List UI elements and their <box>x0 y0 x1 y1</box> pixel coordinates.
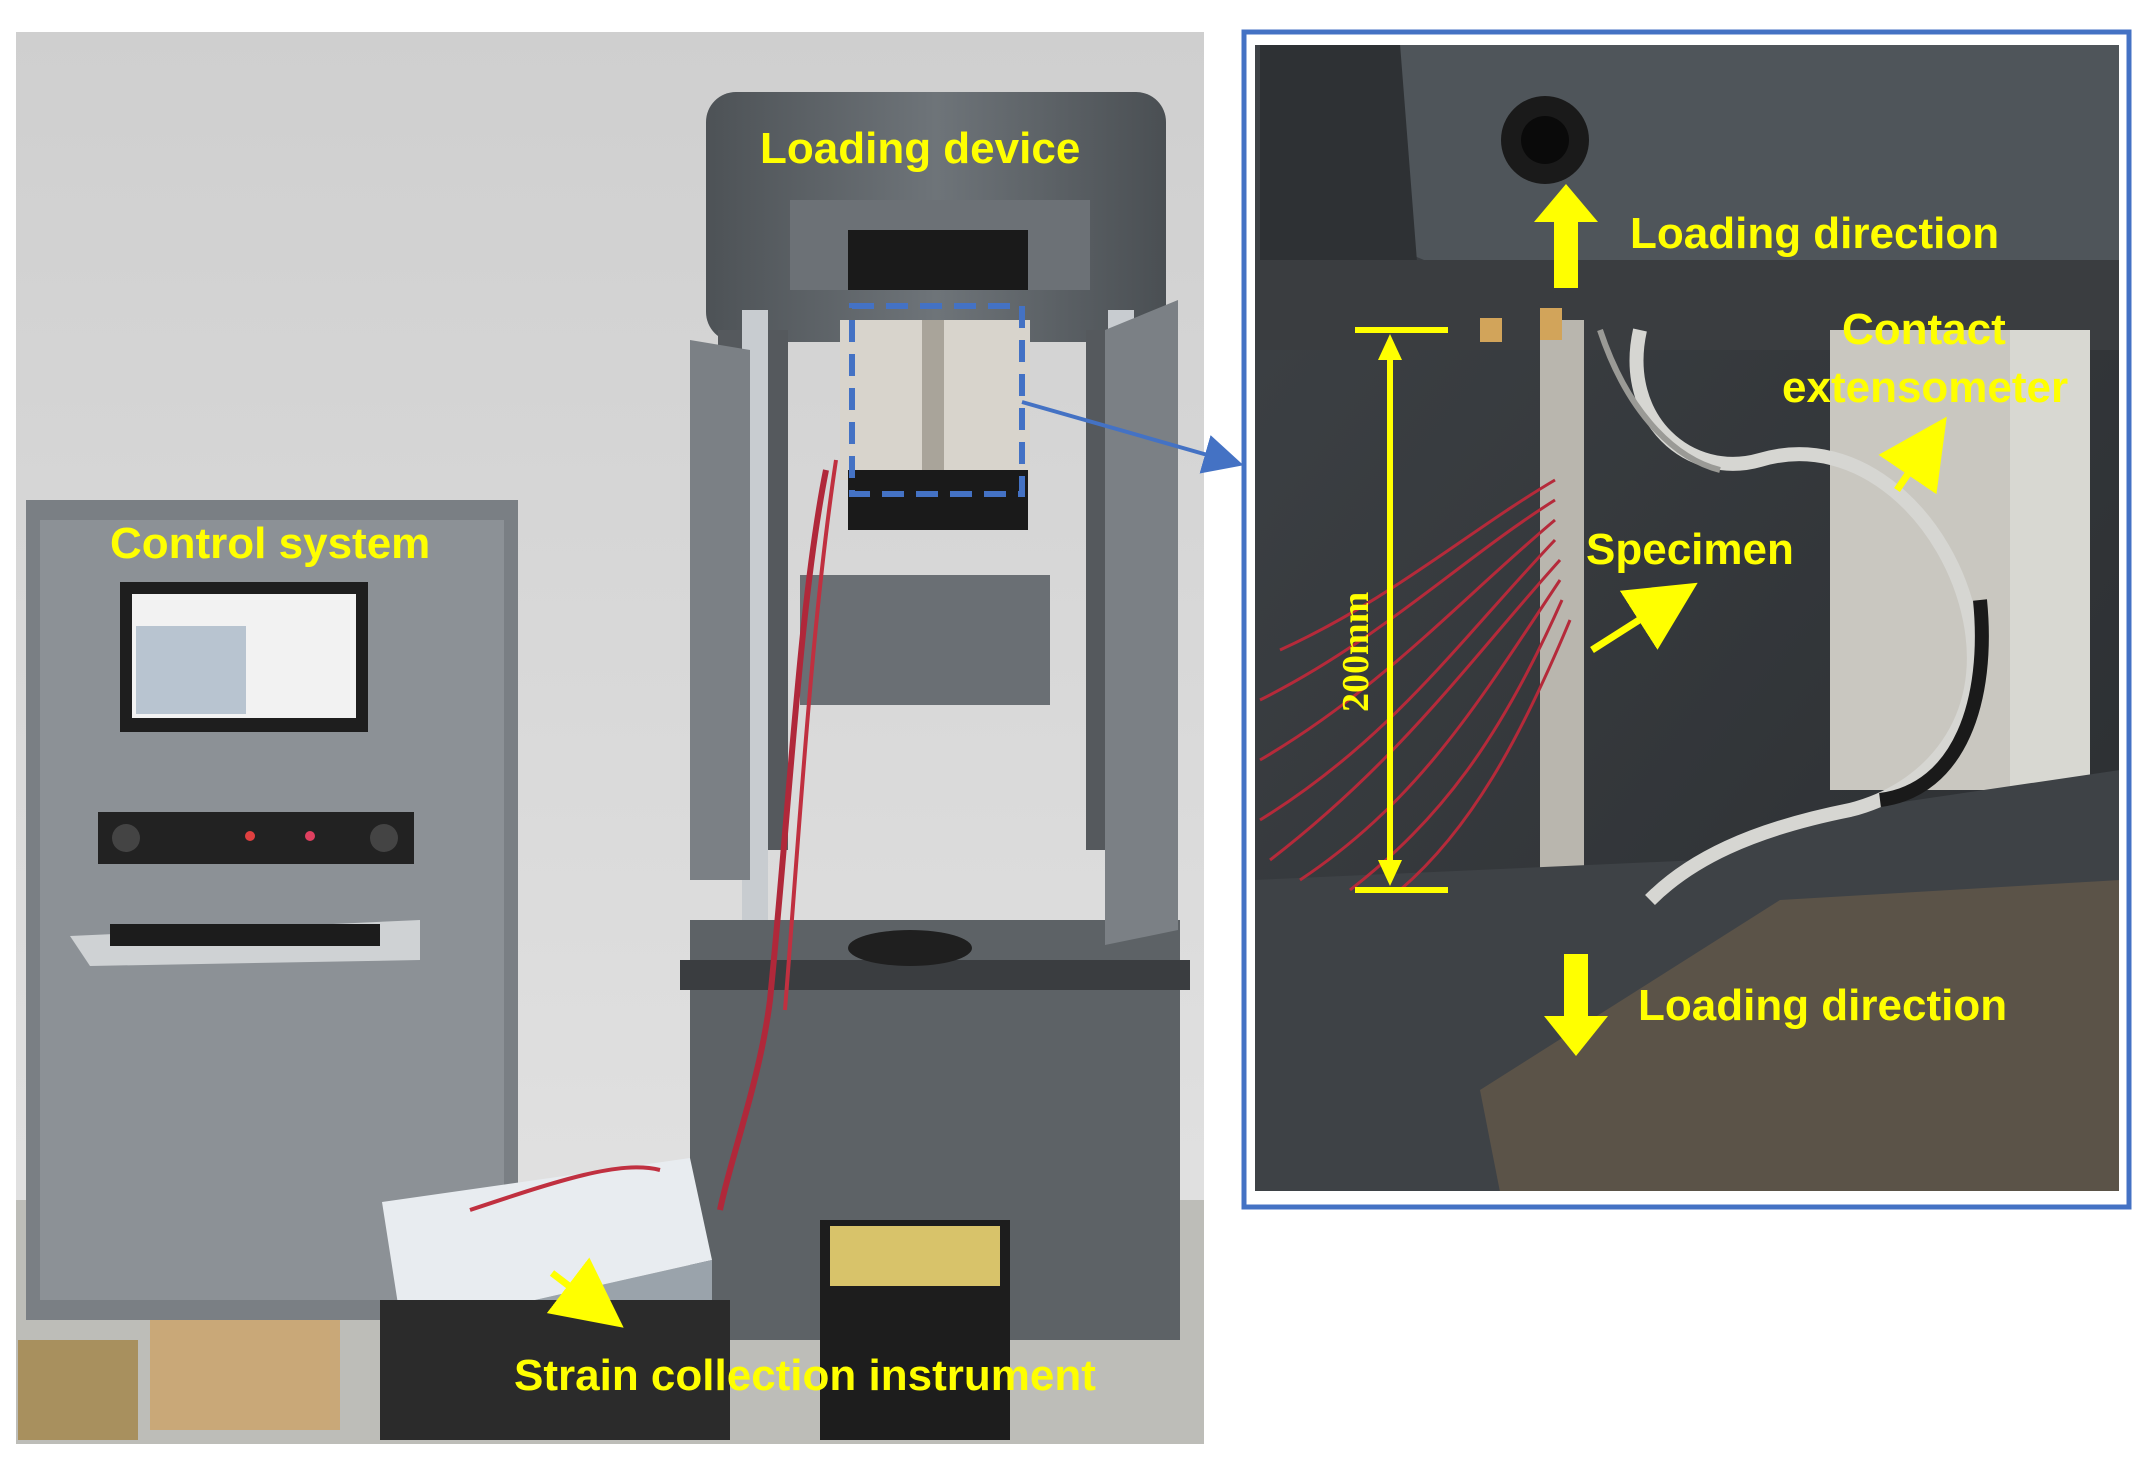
control-panel <box>98 812 414 864</box>
strain-collection-label: Strain collection instrument <box>514 1351 1096 1400</box>
inset-inner-frame <box>1253 43 2121 1193</box>
control-system-cabinet <box>26 500 518 1320</box>
lab-photo <box>16 32 1204 1444</box>
strain-gauge-wires <box>1259 478 1572 892</box>
contact-extensometer-label-line1: Contact <box>1842 305 2006 354</box>
control-system-label: Control system <box>110 519 430 568</box>
contact-extensometer-arrow <box>1878 416 1947 495</box>
inset-border <box>1241 29 2132 1210</box>
specimen-label: Specimen <box>1586 525 1794 574</box>
extensometer-arm <box>1629 328 1981 905</box>
specimen-arrow <box>1590 582 1698 653</box>
strain-collection-device <box>380 1158 730 1440</box>
gauge-length-dimension <box>1355 327 1448 893</box>
strain-collection-arrow <box>546 1257 624 1328</box>
gauge-length-label: 200mm <box>1335 592 1377 712</box>
loading-direction-down-arrow <box>1544 954 1608 1056</box>
loading-device-label: Loading device <box>760 124 1080 173</box>
loading-direction-top-label: Loading direction <box>1630 209 1999 258</box>
loading-machine <box>680 92 1190 1340</box>
loading-direction-up-arrow <box>1534 184 1598 288</box>
contact-extensometer-label-line2: extensometer <box>1782 363 2068 412</box>
cardboard-box <box>150 1320 340 1430</box>
zoom-connector-arrow <box>1021 400 1244 474</box>
loading-direction-bottom-label: Loading direction <box>1638 981 2007 1030</box>
specimen-callout-box <box>849 303 1025 497</box>
